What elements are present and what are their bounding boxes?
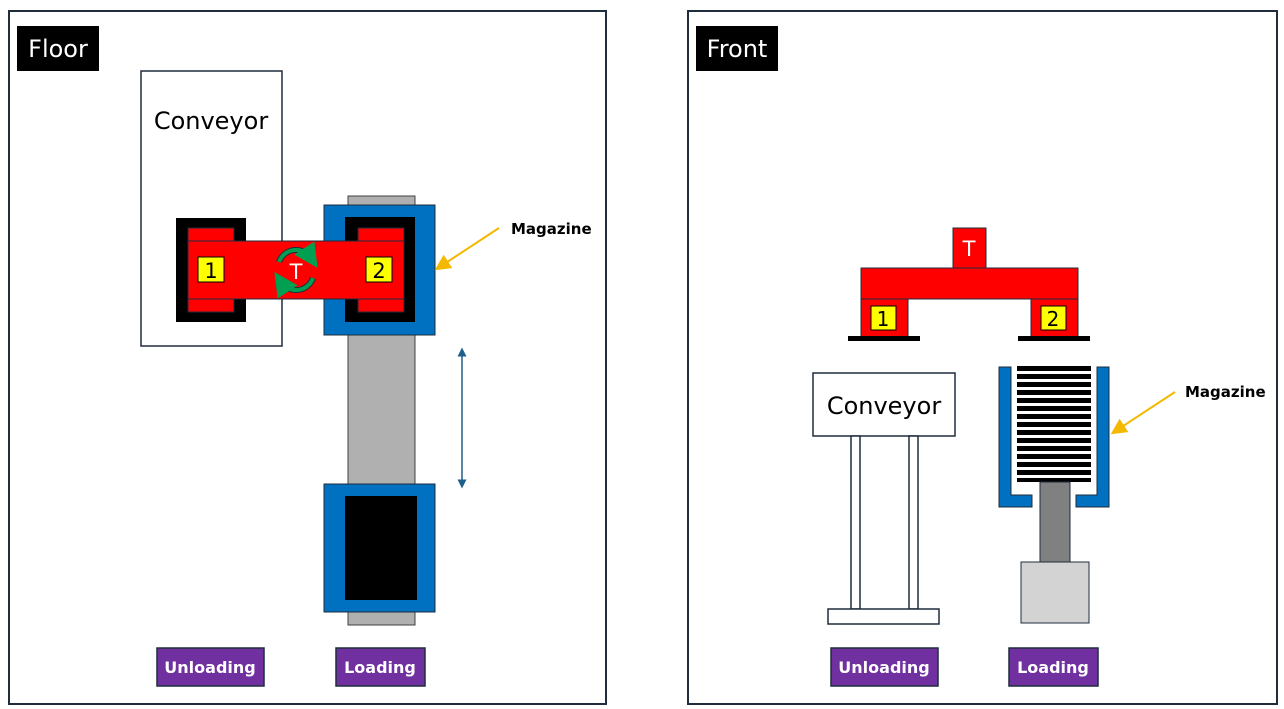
front-title-box (696, 26, 778, 71)
floor-title: Floor (28, 35, 88, 63)
floor-title-box (17, 26, 99, 71)
floor-gripper-1-label: 1 (204, 259, 217, 283)
floor-magazine-bottom-inner (345, 496, 417, 600)
floor-gripper-1-tag (197, 256, 225, 283)
front-conveyor-base (827, 608, 940, 625)
front-gripper-1-label: 1 (877, 307, 890, 331)
floor-rotator-label: T (289, 260, 303, 284)
front-loading-button[interactable]: Loading (1008, 647, 1099, 687)
floor-loading-button[interactable]: Loading (335, 647, 426, 687)
floor-loading-label: Loading (344, 658, 416, 677)
front-gripper-2-label: 2 (1047, 307, 1060, 331)
front-conveyor-label: Conveyor (827, 392, 942, 420)
front-conveyor-leg-left (850, 435, 861, 610)
floor-magazine-arrow (434, 227, 500, 271)
front-rotator-label: T (962, 237, 976, 261)
floor-unloading-label: Unloading (164, 658, 255, 677)
front-gripper-1-tag (870, 305, 897, 331)
front-unloading-button[interactable]: Unloading (830, 647, 939, 687)
front-gripper-2-tag (1040, 305, 1067, 331)
front-magazine (998, 366, 1110, 508)
front-conveyor (812, 372, 956, 437)
front-title: Front (707, 35, 768, 63)
floor-panel-frame (8, 10, 607, 705)
front-magazine-slots (1017, 366, 1091, 482)
front-rotator-block (952, 227, 987, 269)
front-magazine-arrow (1110, 391, 1176, 435)
floor-magazine-label: Magazine (511, 220, 592, 238)
floor-conveyor-label: Conveyor (154, 107, 269, 135)
floor-gripper-2-tag (365, 256, 393, 283)
front-loading-label: Loading (1017, 658, 1089, 677)
front-conveyor-leg-right (908, 435, 919, 610)
front-gripper-2-plate (1018, 336, 1090, 341)
front-panel-frame (687, 10, 1278, 705)
front-unloading-label: Unloading (838, 658, 929, 677)
floor-rotate-icon (274, 241, 318, 299)
front-panel: Front T 1 2 Conveyor (687, 10, 1278, 705)
front-lift-shaft (1039, 481, 1071, 563)
floor-unloading-button[interactable]: Unloading (156, 647, 265, 687)
front-transfer-arm (860, 267, 1079, 300)
front-gripper-1-plate (848, 336, 920, 341)
front-lift-base (1020, 561, 1090, 624)
floor-panel: Floor Conveyor 1 2 T (8, 10, 607, 705)
front-magazine-label: Magazine (1185, 383, 1266, 401)
floor-gripper-2-label: 2 (372, 259, 385, 283)
